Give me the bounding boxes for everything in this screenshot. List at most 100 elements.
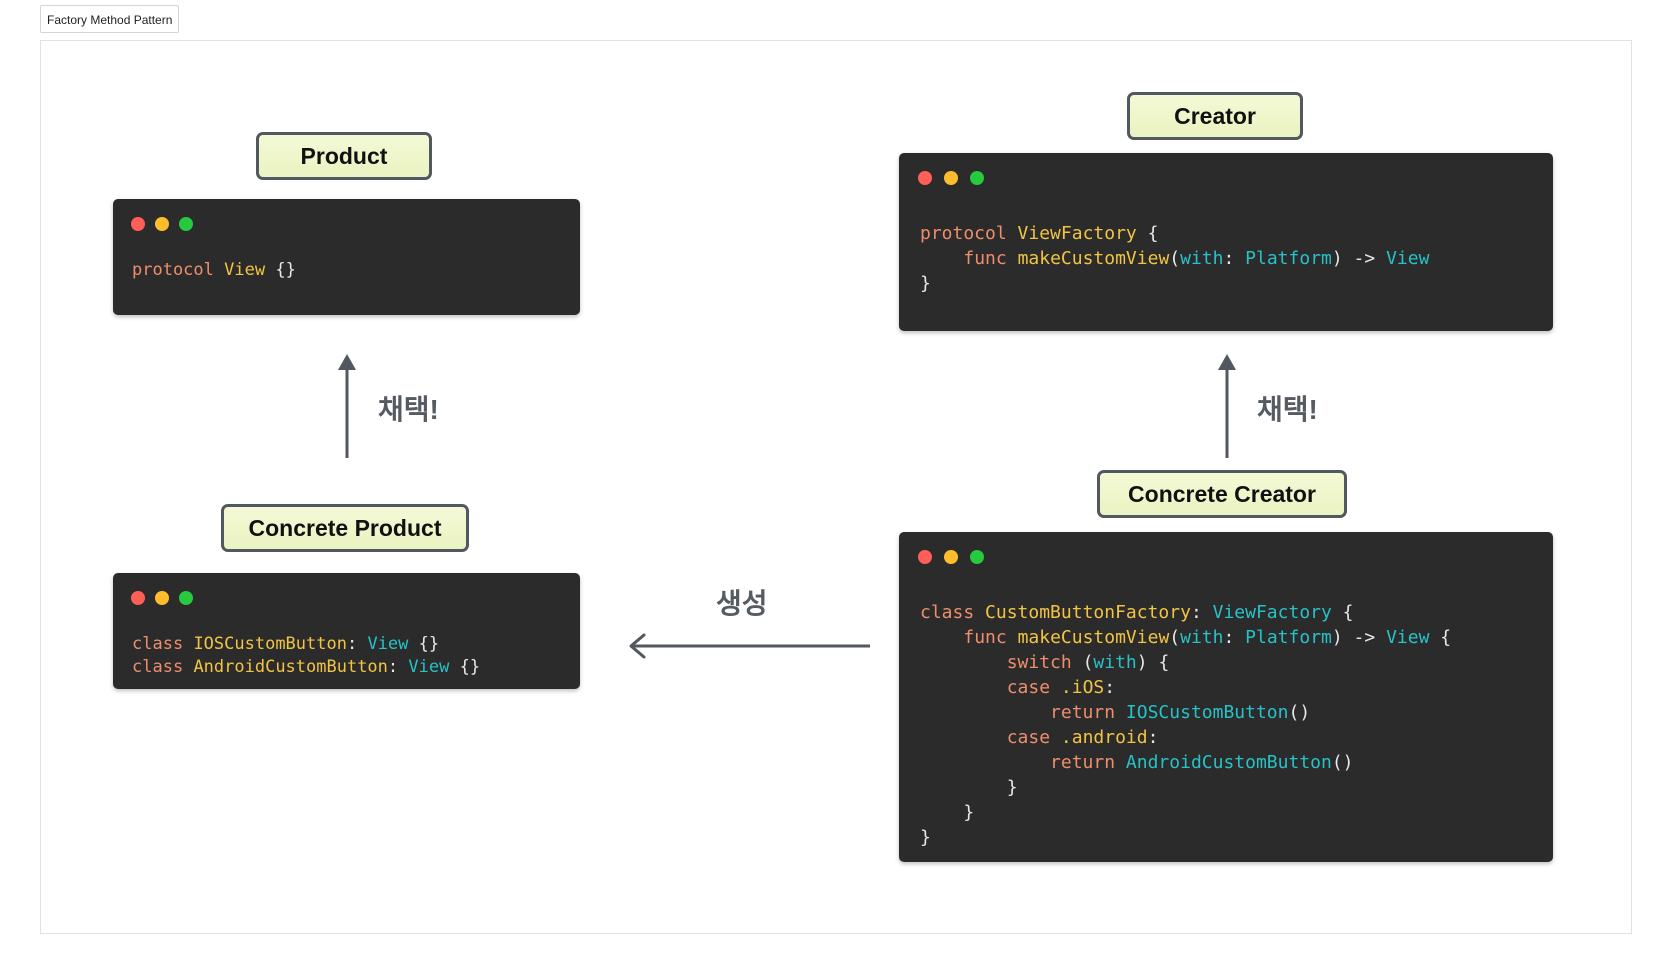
concrete-product-code: class IOSCustomButton: View {}class Andr… [132,633,480,679]
code-line: switch (with) { [920,650,1451,675]
product-label: Product [256,132,432,180]
code-token: () [1331,752,1354,773]
close-dot-icon [131,591,145,605]
maximize-dot-icon [970,550,984,564]
code-token: View [1386,627,1430,648]
code-token: {} [265,260,296,280]
code-line: class IOSCustomButton: View {} [132,633,480,656]
code-token: } [920,827,931,848]
code-token: : [387,657,409,677]
code-token: {} [449,657,481,677]
create-arrow [629,633,870,659]
code-token: : [1223,627,1246,648]
creator-code: protocol ViewFactory { func makeCustomVi… [920,221,1429,296]
code-token: func [963,627,1007,648]
minimize-dot-icon [944,550,958,564]
code-token: () [1288,702,1311,723]
code-token: return [1050,702,1116,723]
close-dot-icon [918,171,932,185]
code-token: AndroidCustomButton [193,657,388,677]
adopt-label-right: 채택! [1257,394,1318,425]
code-token: class [920,602,975,623]
concrete-creator-code: class CustomButtonFactory: ViewFactory {… [920,600,1451,850]
code-token: { [1331,602,1354,623]
code-token: CustomButtonFactory [985,602,1191,623]
code-token: func [963,248,1007,269]
concrete-product-label: Concrete Product [221,504,469,552]
code-line: } [920,775,1451,800]
concrete-creator-label: Concrete Creator [1097,470,1347,518]
code-token: } [920,777,1018,798]
code-token: case [1006,727,1051,748]
code-line: } [920,800,1451,825]
code-line: class AndroidCustomButton: View {} [132,656,480,679]
maximize-dot-icon [970,171,984,185]
product-code: protocol View {} [132,259,296,282]
close-dot-icon [131,217,145,231]
code-token: with [1180,627,1224,648]
code-line: func makeCustomView(with: Platform) -> V… [920,625,1451,650]
minimize-dot-icon [155,591,169,605]
code-token: ) { [1136,652,1170,673]
code-line: return AndroidCustomButton() [920,750,1451,775]
code-token: View [224,260,266,280]
code-line: case .android: [920,725,1451,750]
code-token: { [1136,223,1159,244]
code-token: AndroidCustomButton [1125,752,1332,773]
code-line: case .iOS: [920,675,1451,700]
code-token: .android [1060,727,1148,748]
adopt-arrow-right [1218,354,1236,458]
code-token: makeCustomView [1017,627,1170,648]
code-token: ) -> [1331,248,1387,269]
concrete-creator-code-window: class CustomButtonFactory: ViewFactory {… [899,532,1553,862]
frame-tab[interactable]: Factory Method Pattern [40,5,180,33]
code-token: .iOS [1060,677,1105,698]
code-token: case [1006,677,1051,698]
code-token: with [1180,248,1224,269]
code-token: switch [1006,652,1072,673]
code-line: protocol ViewFactory { [920,221,1429,246]
adopt-label-left: 채택! [378,394,439,425]
code-token: IOSCustomButton [1125,702,1289,723]
code-token: ViewFactory [1017,223,1137,244]
code-token: } [920,273,931,294]
code-token: View [408,657,450,677]
maximize-dot-icon [179,217,193,231]
concrete-product-code-window: class IOSCustomButton: View {}class Andr… [113,573,580,689]
code-token: : [346,634,368,654]
code-token: makeCustomView [1017,248,1170,269]
product-code-window: protocol View {} [113,199,580,315]
code-line: } [920,825,1451,850]
code-token: : [1104,677,1116,698]
code-token: return [1050,752,1116,773]
code-token: Platform [1245,248,1332,269]
minimize-dot-icon [155,217,169,231]
close-dot-icon [918,550,932,564]
creator-code-window: protocol ViewFactory { func makeCustomVi… [899,153,1553,331]
code-token: : [1223,248,1246,269]
code-token: protocol [132,260,214,280]
code-token: class [132,657,184,677]
adopt-arrow-left [338,354,356,458]
code-token: Platform [1245,627,1332,648]
code-token: { [1429,627,1452,648]
code-token: View [367,634,409,654]
code-token: {} [408,634,440,654]
code-token: ( [1169,248,1181,269]
maximize-dot-icon [179,591,193,605]
code-line: func makeCustomView(with: Platform) -> V… [920,246,1429,271]
code-token: with [1093,652,1137,673]
code-token: ( [1169,627,1181,648]
code-token: protocol [920,223,1007,244]
code-line: } [920,271,1429,296]
code-token: class [132,634,184,654]
code-token: ViewFactory [1212,602,1332,623]
create-label: 생성 [716,588,768,619]
code-token: ) -> [1331,627,1387,648]
code-line: protocol View {} [132,259,296,282]
code-token: : [1147,727,1159,748]
code-token: View [1386,248,1430,269]
code-token: : [1190,602,1213,623]
creator-label: Creator [1127,92,1303,140]
